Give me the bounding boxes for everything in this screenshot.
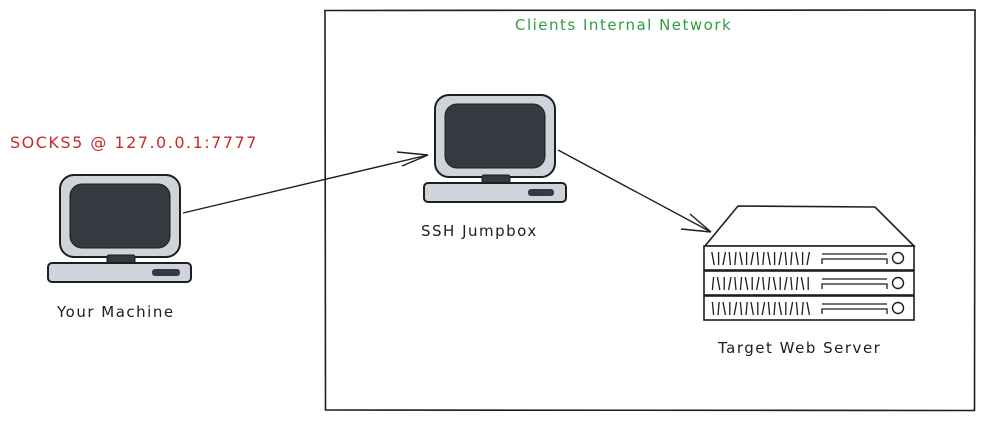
server-rack-unit — [703, 295, 915, 321]
your-machine-label: Your Machine — [57, 303, 175, 321]
ssh-jumpbox-computer-icon — [423, 94, 567, 203]
edge-your-machine-to-jumpbox — [182, 151, 429, 214]
your-machine-computer-icon — [47, 174, 192, 283]
target-web-server-rack-icon — [703, 205, 916, 321]
edge-jumpbox-to-target-server — [557, 149, 712, 233]
network-boundary-label: Clients Internal Network — [515, 16, 733, 34]
power-button-icon — [891, 276, 905, 290]
server-rack-unit — [703, 245, 915, 271]
power-button-icon — [891, 251, 905, 265]
power-button-icon — [891, 301, 905, 315]
target-web-server-label: Target Web Server — [718, 339, 882, 357]
socks5-proxy-annotation: SOCKS5 @ 127.0.0.1:7777 — [10, 133, 258, 152]
network-boundary-box — [324, 9, 976, 412]
server-rack-unit — [703, 270, 915, 296]
ssh-jumpbox-label: SSH Jumpbox — [421, 222, 538, 240]
